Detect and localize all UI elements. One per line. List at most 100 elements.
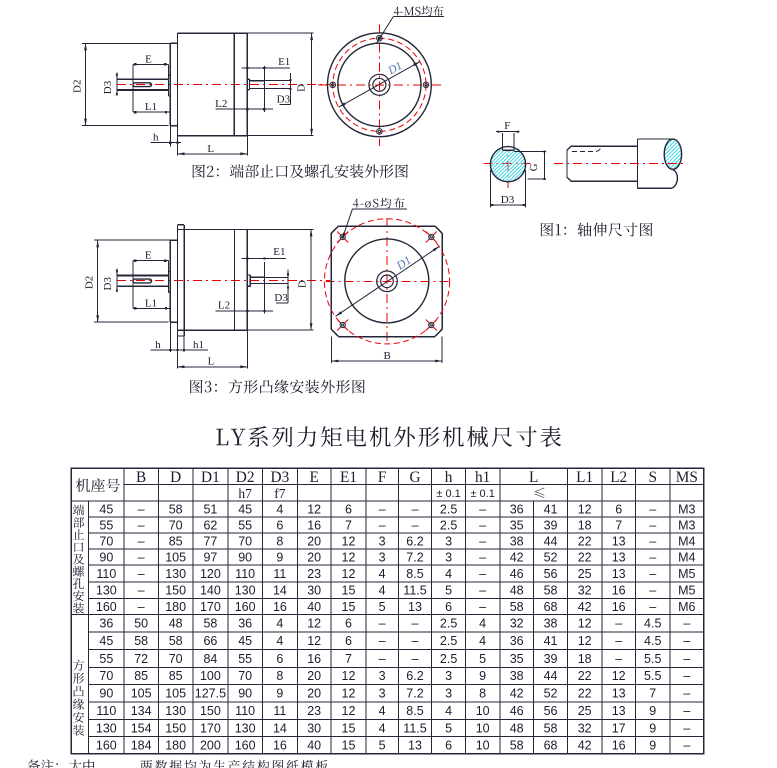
svg-text:12: 12 — [307, 617, 321, 631]
svg-text:F: F — [504, 120, 510, 132]
svg-text:G: G — [528, 163, 540, 171]
svg-text:7: 7 — [615, 518, 622, 532]
svg-text:–: – — [479, 550, 486, 564]
svg-text:8: 8 — [276, 534, 283, 548]
svg-text:160: 160 — [235, 739, 256, 753]
svg-text:6.2: 6.2 — [406, 669, 423, 683]
svg-text:150: 150 — [165, 583, 186, 597]
svg-text:90: 90 — [99, 686, 113, 700]
svg-text:–: – — [138, 567, 145, 581]
svg-text:110: 110 — [235, 704, 255, 718]
svg-text:38: 38 — [510, 669, 524, 683]
svg-text:58: 58 — [134, 634, 148, 648]
svg-text:46: 46 — [510, 567, 524, 581]
svg-text:70: 70 — [169, 518, 183, 532]
svg-text:12: 12 — [578, 634, 592, 648]
svg-text:–: – — [138, 600, 145, 614]
svg-text:48: 48 — [169, 617, 183, 631]
svg-text:170: 170 — [200, 721, 221, 735]
svg-text:h: h — [155, 339, 161, 351]
svg-text:E1: E1 — [273, 246, 285, 258]
svg-text:M6: M6 — [678, 600, 695, 614]
svg-text:90: 90 — [99, 550, 113, 564]
svg-text:44: 44 — [544, 534, 558, 548]
svg-text:16: 16 — [307, 652, 321, 666]
svg-text:52: 52 — [544, 550, 558, 564]
svg-text:70: 70 — [238, 534, 252, 548]
svg-text:184: 184 — [131, 739, 152, 753]
svg-text:140: 140 — [200, 583, 221, 597]
svg-text:180: 180 — [165, 600, 186, 614]
svg-text:6: 6 — [345, 502, 352, 516]
svg-text:160: 160 — [96, 739, 117, 753]
svg-text:20: 20 — [307, 534, 321, 548]
svg-text:D1: D1 — [393, 253, 414, 273]
svg-text:E: E — [145, 53, 152, 65]
svg-text:130: 130 — [235, 721, 256, 735]
svg-text:6: 6 — [276, 652, 283, 666]
svg-text:52: 52 — [544, 686, 558, 700]
svg-text:2.5: 2.5 — [440, 617, 457, 631]
svg-text:12: 12 — [307, 634, 321, 648]
svg-text:–: – — [649, 534, 656, 548]
svg-text:5: 5 — [379, 600, 386, 614]
svg-text:7: 7 — [345, 652, 352, 666]
svg-text:–: – — [683, 669, 690, 683]
svg-text:32: 32 — [510, 617, 524, 631]
svg-text:8: 8 — [276, 669, 283, 683]
svg-text:85: 85 — [169, 534, 183, 548]
svg-text:38: 38 — [544, 617, 558, 631]
svg-text:–: – — [479, 583, 486, 597]
svg-text:46: 46 — [510, 704, 524, 718]
svg-text:13: 13 — [612, 567, 626, 581]
svg-text:20: 20 — [307, 669, 321, 683]
svg-text:S: S — [648, 469, 657, 486]
svg-text:40: 40 — [307, 600, 321, 614]
svg-text:–: – — [615, 652, 622, 666]
svg-text:D2: D2 — [84, 276, 96, 289]
svg-text:15: 15 — [342, 739, 356, 753]
svg-text:84: 84 — [203, 652, 217, 666]
svg-text:D1: D1 — [201, 469, 220, 486]
svg-text:30: 30 — [307, 583, 321, 597]
svg-text:F: F — [378, 469, 387, 486]
svg-text:6: 6 — [615, 502, 622, 516]
svg-text:130: 130 — [96, 721, 117, 735]
svg-text:–: – — [649, 518, 656, 532]
svg-text:13: 13 — [408, 739, 422, 753]
svg-text:L1: L1 — [576, 469, 593, 486]
svg-text:110: 110 — [96, 704, 116, 718]
svg-text:D3: D3 — [274, 292, 288, 304]
svg-text:36: 36 — [510, 634, 524, 648]
svg-text:5: 5 — [479, 652, 486, 666]
svg-text:22: 22 — [578, 669, 592, 683]
svg-text:9: 9 — [649, 721, 656, 735]
svg-text:200: 200 — [200, 739, 221, 753]
svg-text:180: 180 — [165, 739, 186, 753]
svg-text:h: h — [153, 132, 159, 144]
svg-text:± 0.1: ± 0.1 — [436, 488, 460, 500]
svg-text:–: – — [683, 652, 690, 666]
svg-text:25: 25 — [578, 567, 592, 581]
svg-text:7: 7 — [649, 686, 656, 700]
svg-text:–: – — [412, 617, 419, 631]
svg-text:4.5: 4.5 — [644, 634, 661, 648]
svg-text:–: – — [479, 518, 486, 532]
svg-text:12: 12 — [342, 669, 356, 683]
svg-text:58: 58 — [203, 617, 217, 631]
svg-text:–: – — [615, 634, 622, 648]
svg-text:± 0.1: ± 0.1 — [470, 488, 494, 500]
svg-text:32: 32 — [578, 583, 592, 597]
svg-text:97: 97 — [203, 550, 217, 564]
svg-text:130: 130 — [235, 583, 256, 597]
svg-text:M4: M4 — [678, 550, 695, 564]
svg-text:–: – — [615, 617, 622, 631]
svg-text:E: E — [145, 250, 152, 262]
svg-text:L2: L2 — [610, 469, 627, 486]
svg-text:55: 55 — [99, 652, 113, 666]
svg-text:6: 6 — [445, 739, 452, 753]
svg-text:58: 58 — [544, 721, 558, 735]
svg-text:150: 150 — [165, 721, 186, 735]
svg-text:–: – — [683, 617, 690, 631]
svg-text:12: 12 — [612, 669, 626, 683]
